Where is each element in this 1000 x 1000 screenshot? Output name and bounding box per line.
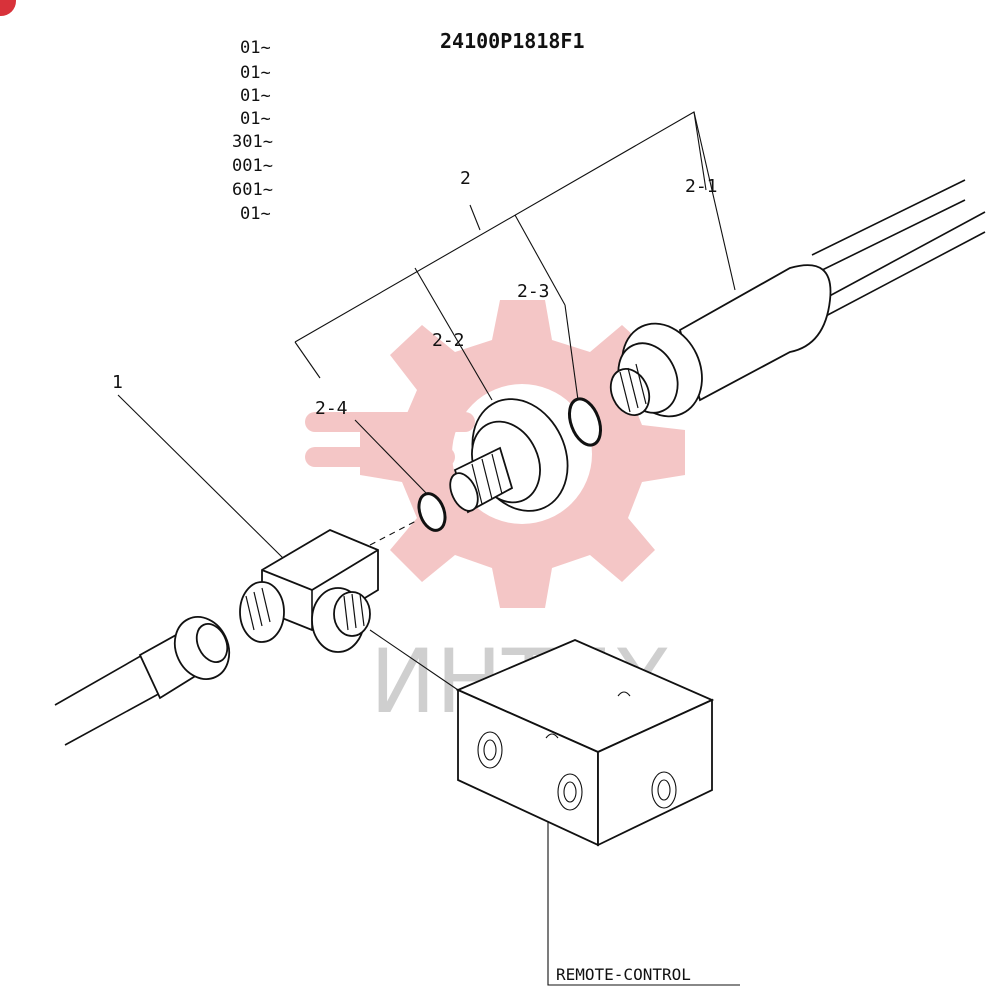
leader-lines xyxy=(117,111,740,986)
serial-code-list: 01~ 01~ 01~ 01~ 301~ 001~ 601~ 01~ xyxy=(232,38,273,224)
serial-code: 001~ xyxy=(232,156,273,176)
callout-2-2: 2-2 xyxy=(432,330,465,351)
serial-code: 601~ xyxy=(232,180,273,200)
remote-control-label: REMOTE-CONTROL xyxy=(556,965,691,984)
serial-code: 01~ xyxy=(240,109,271,129)
serial-code: 01~ xyxy=(240,63,271,83)
callout-2-1: 2-1 xyxy=(685,176,718,197)
part-1-tee-fitting xyxy=(239,528,379,653)
part-2-1-sensor xyxy=(609,179,986,418)
callout-2-3: 2-3 xyxy=(517,281,550,302)
part-2-2-adapter xyxy=(449,398,569,514)
drawing-number: 24100P1818F1 xyxy=(440,29,585,53)
callout-2-4: 2-4 xyxy=(315,398,348,419)
callout-1: 1 xyxy=(112,372,123,393)
part-2-3-o-ring xyxy=(567,397,603,447)
part-2-4-o-ring xyxy=(417,492,447,532)
serial-code: 301~ xyxy=(232,132,273,152)
hose-assembly xyxy=(54,616,231,746)
serial-code: 01~ xyxy=(240,86,271,106)
callout-2: 2 xyxy=(460,168,471,189)
serial-code: 01~ xyxy=(240,204,271,224)
serial-code: 01~ xyxy=(240,38,271,58)
remote-control-block xyxy=(455,639,715,847)
